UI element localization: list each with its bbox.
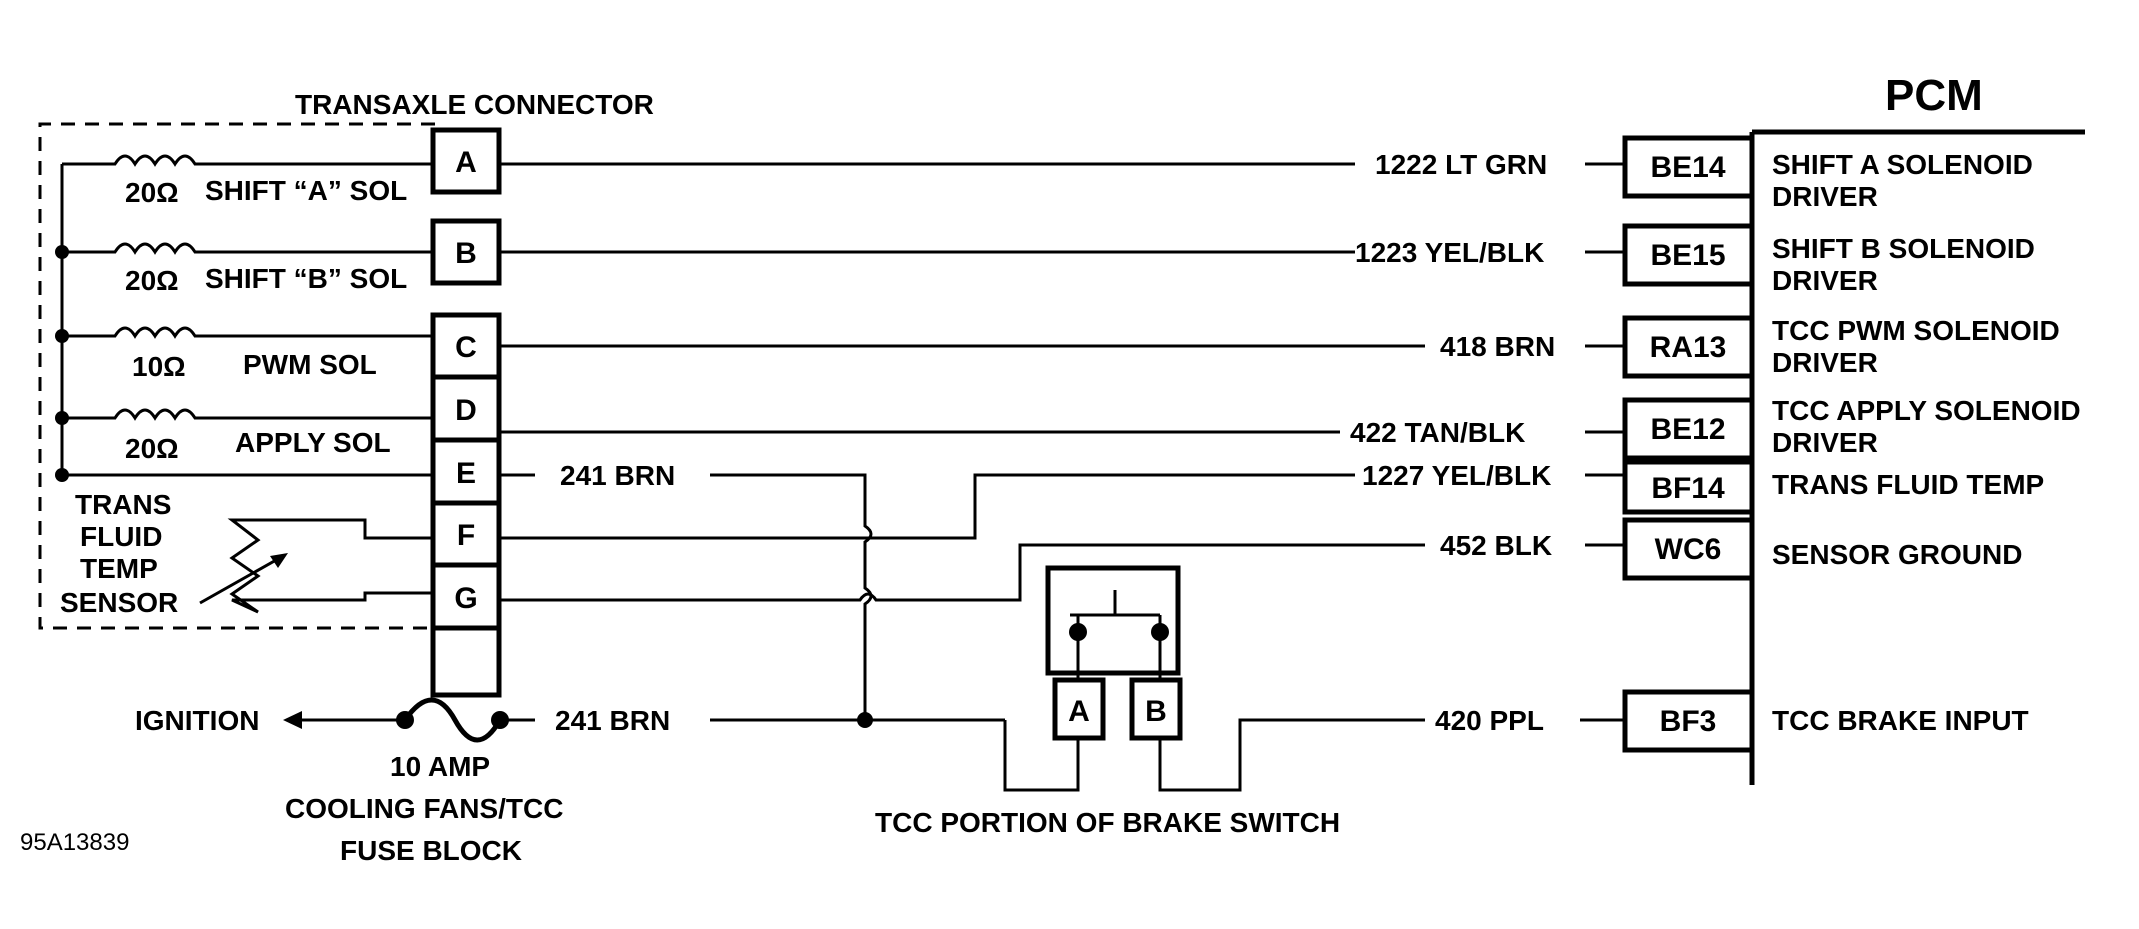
- transaxle-enclosure: [38, 122, 435, 630]
- pcm-circuit-desc: DRIVER: [1772, 347, 1878, 378]
- pcm-circuit-desc: DRIVER: [1772, 265, 1878, 296]
- solenoid-label: SHIFT “A” SOL: [205, 175, 407, 206]
- pcm-terminal: WC6: [1655, 533, 1722, 566]
- shift-a-solenoid: 20Ω SHIFT “A” SOL: [62, 154, 432, 208]
- pcm-circuit-desc: TCC BRAKE INPUT: [1772, 705, 2029, 736]
- wire-g: [499, 543, 1425, 602]
- brake-switch-pin-b: B: [1145, 695, 1167, 728]
- pcm-terminal: BE14: [1650, 151, 1725, 184]
- connector-pin-g: G: [454, 582, 477, 615]
- pcm-circuit-desc: SHIFT B SOLENOID: [1772, 233, 2035, 264]
- wire-fuse-label: 241 BRN: [555, 705, 670, 736]
- pcm-terminal: BF3: [1660, 705, 1717, 738]
- pcm-circuit-desc: DRIVER: [1772, 181, 1878, 212]
- solenoid-resistance: 10Ω: [132, 351, 186, 382]
- wire-label: 1223 YEL/BLK: [1355, 237, 1544, 268]
- solenoid-label: PWM SOL: [243, 349, 377, 380]
- pcm-circuit-be15: 1223 YEL/BLK BE15 SHIFT B SOLENOID DRIVE…: [1355, 223, 2035, 296]
- sensor-label: FLUID: [80, 521, 162, 552]
- wire-label: 420 PPL: [1435, 705, 1544, 736]
- wire-f: [499, 473, 1355, 540]
- pcm-circuit-ra13: 418 BRN RA13 TCC PWM SOLENOID DRIVER: [1440, 315, 2060, 379]
- pcm-circuit-be12: 422 TAN/BLK BE12 TCC APPLY SOLENOID DRIV…: [1350, 395, 2081, 461]
- pcm-circuit-desc: TRANS FLUID TEMP: [1772, 469, 2044, 500]
- connector-pin-c: C: [455, 331, 477, 364]
- brake-switch-label: TCC PORTION OF BRAKE SWITCH: [875, 807, 1340, 838]
- apply-solenoid: 20Ω APPLY SOL: [62, 408, 432, 464]
- connector-pin-f: F: [457, 519, 475, 552]
- wire-label: 418 BRN: [1440, 331, 1555, 362]
- ignition-feed: IGNITION 241 BRN 10 AMP COOLING FANS/TCC…: [135, 697, 865, 866]
- fuse-label: FUSE BLOCK: [340, 835, 522, 866]
- pwm-solenoid: 10Ω PWM SOL: [62, 326, 432, 382]
- connector-pin-b: B: [455, 237, 477, 270]
- pcm-circuit-be14: 1222 LT GRN BE14 SHIFT A SOLENOID DRIVER: [1375, 135, 2033, 212]
- pcm-circuit-desc: SHIFT A SOLENOID: [1772, 149, 2033, 180]
- connector-pin-d: D: [455, 394, 477, 427]
- sensor-label: TRANS: [75, 489, 171, 520]
- pcm-title: PCM: [1885, 71, 1983, 120]
- pcm-circuit-desc: DRIVER: [1772, 427, 1878, 458]
- wire-label: 1222 LT GRN: [1375, 149, 1547, 180]
- pcm-circuit-desc: TCC APPLY SOLENOID: [1772, 395, 2081, 426]
- solenoid-resistance: 20Ω: [125, 177, 179, 208]
- fuse-label: 10 AMP: [390, 751, 490, 782]
- wire-e: [710, 473, 873, 720]
- shift-b-solenoid: 20Ω SHIFT “B” SOL: [62, 242, 432, 296]
- solenoid-resistance: 20Ω: [125, 265, 179, 296]
- solenoid-label: APPLY SOL: [235, 427, 391, 458]
- pcm-circuit-desc: TCC PWM SOLENOID: [1772, 315, 2060, 346]
- pcm-terminal: RA13: [1650, 331, 1727, 364]
- sensor-label: SENSOR: [60, 587, 178, 618]
- transaxle-connector: A B C D E F G: [430, 127, 502, 698]
- trans-fluid-temp-sensor: TRANS FLUID TEMP SENSOR: [60, 489, 432, 618]
- tcc-brake-switch: A B TCC PORTION OF BRAKE SWITCH: [865, 565, 1425, 838]
- wire-label: 452 BLK: [1440, 530, 1552, 561]
- connector-pin-a: A: [455, 146, 477, 179]
- pcm-circuit-desc: SENSOR GROUND: [1772, 539, 2022, 570]
- pcm-circuit-wc6: 452 BLK WC6 SENSOR GROUND: [1440, 517, 2022, 581]
- wire-e-label: 241 BRN: [560, 460, 675, 491]
- sensor-label: TEMP: [80, 553, 158, 584]
- wire-label: 1227 YEL/BLK: [1362, 460, 1551, 491]
- brake-switch-pin-a: A: [1068, 695, 1090, 728]
- pcm-terminal: BE12: [1650, 413, 1725, 446]
- pcm-terminal: BF14: [1651, 472, 1725, 505]
- pcm-circuit-bf14: 1227 YEL/BLK BF14 TRANS FLUID TEMP: [1362, 459, 2044, 515]
- transaxle-connector-title: TRANSAXLE CONNECTOR: [295, 89, 654, 120]
- fuse-label: COOLING FANS/TCC: [285, 793, 563, 824]
- ignition-label: IGNITION: [135, 705, 259, 736]
- connector-pin-e: E: [456, 457, 476, 490]
- arrow-left-icon: [283, 711, 302, 729]
- wire-label: 422 TAN/BLK: [1350, 417, 1525, 448]
- pcm-terminal: BE15: [1650, 239, 1725, 272]
- pcm-circuit-bf3: 420 PPL BF3 TCC BRAKE INPUT: [1435, 689, 2029, 753]
- solenoid-resistance: 20Ω: [125, 433, 179, 464]
- solenoid-label: SHIFT “B” SOL: [205, 263, 407, 294]
- figure-id: 95A13839: [20, 829, 129, 856]
- fuse-icon: [402, 697, 503, 743]
